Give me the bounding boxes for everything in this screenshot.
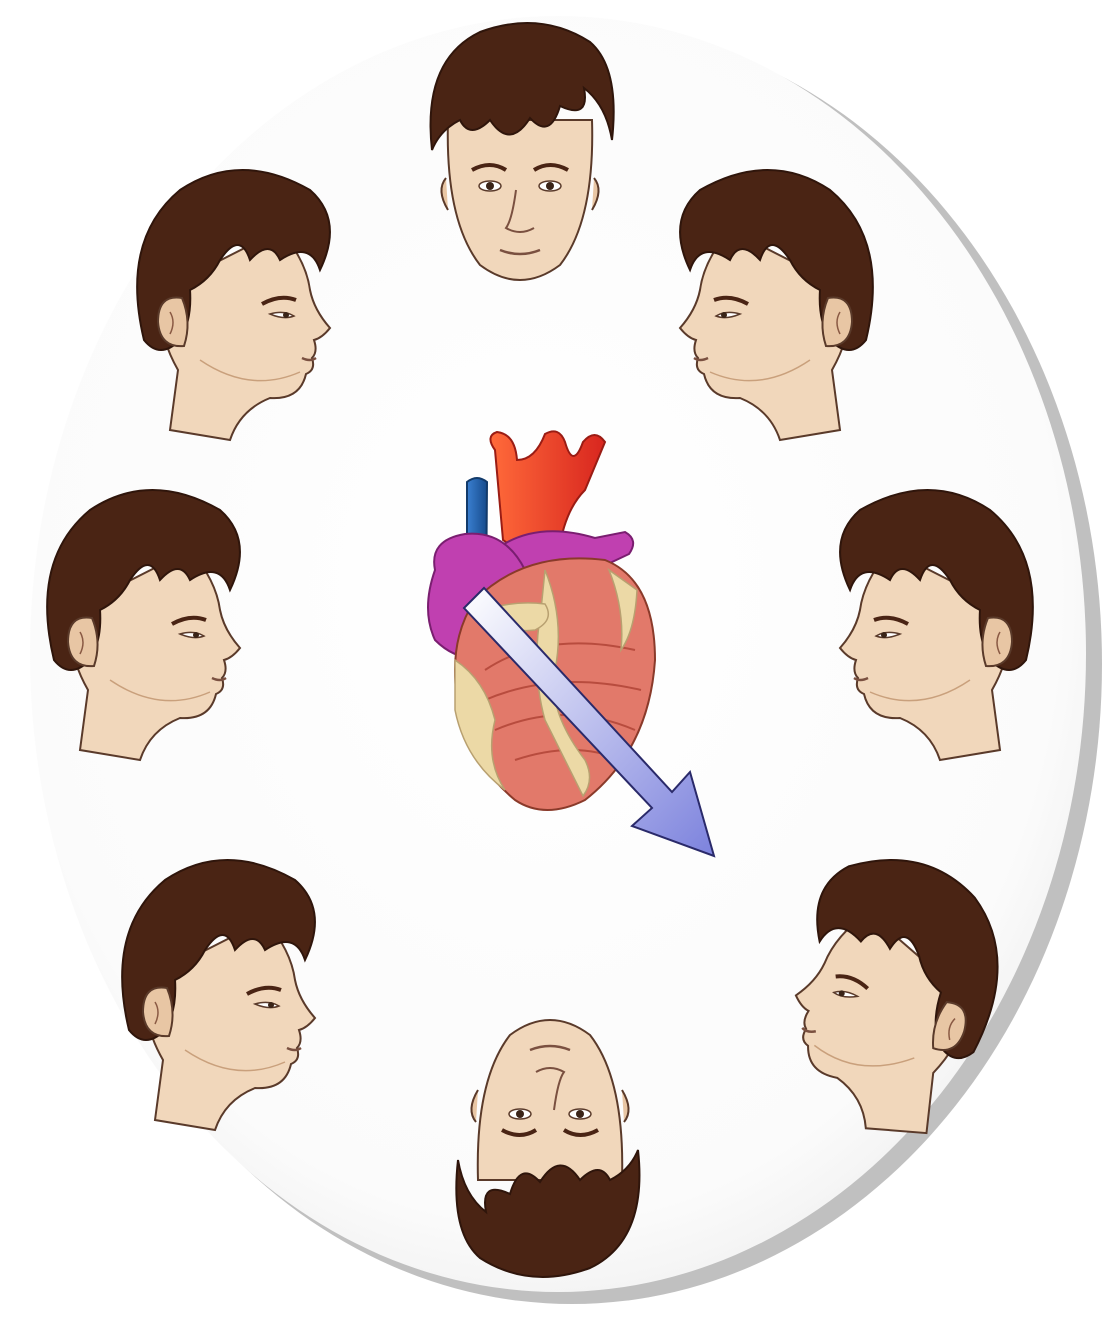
diagram-canvas [0, 0, 1114, 1317]
diagram-stage [0, 0, 1114, 1317]
